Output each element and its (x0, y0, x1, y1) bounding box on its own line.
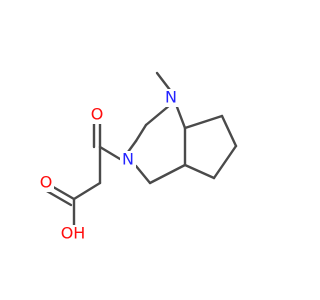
bond-c2-n3 (126, 139, 138, 154)
atom-o-acid-carbonyl-label: O (40, 173, 53, 192)
bond-c1-c2 (134, 123, 148, 143)
atom-n-ring: N (120, 150, 136, 169)
bond-c7-c8 (212, 144, 238, 180)
atom-labels: N N O O OH (38, 88, 179, 243)
bond-n3-ccarbonyl (98, 145, 122, 161)
atom-o-carbonyl-label: O (91, 105, 104, 124)
bond-n-c5 (175, 105, 187, 130)
bond-ch2-cacid (72, 181, 102, 201)
atom-n-bridge-label: N (165, 88, 177, 107)
bond-c5-c6 (183, 114, 224, 130)
bond-c6-c7 (220, 114, 238, 148)
bond-n3-c4 (134, 164, 152, 185)
bond-c8-c1 (183, 163, 216, 180)
molecule-diagram: N N O O OH (38, 71, 238, 243)
atom-oh-acid: OH (58, 224, 88, 243)
bond-cacid-o-double-b (43, 188, 73, 207)
bond-n-c1 (144, 103, 172, 127)
bond-methyl-n (155, 71, 172, 92)
structure-canvas: N N O O OH (38, 71, 238, 243)
atom-o-acid-carbonyl: O (38, 173, 54, 192)
atom-oh-acid-label: OH (61, 224, 86, 243)
atom-o-carbonyl: O (89, 105, 105, 124)
bonds-group (43, 71, 238, 227)
bond-c4-c5 (148, 163, 187, 185)
atom-n-bridge: N (163, 88, 179, 107)
atom-n-ring-label: N (122, 150, 134, 169)
